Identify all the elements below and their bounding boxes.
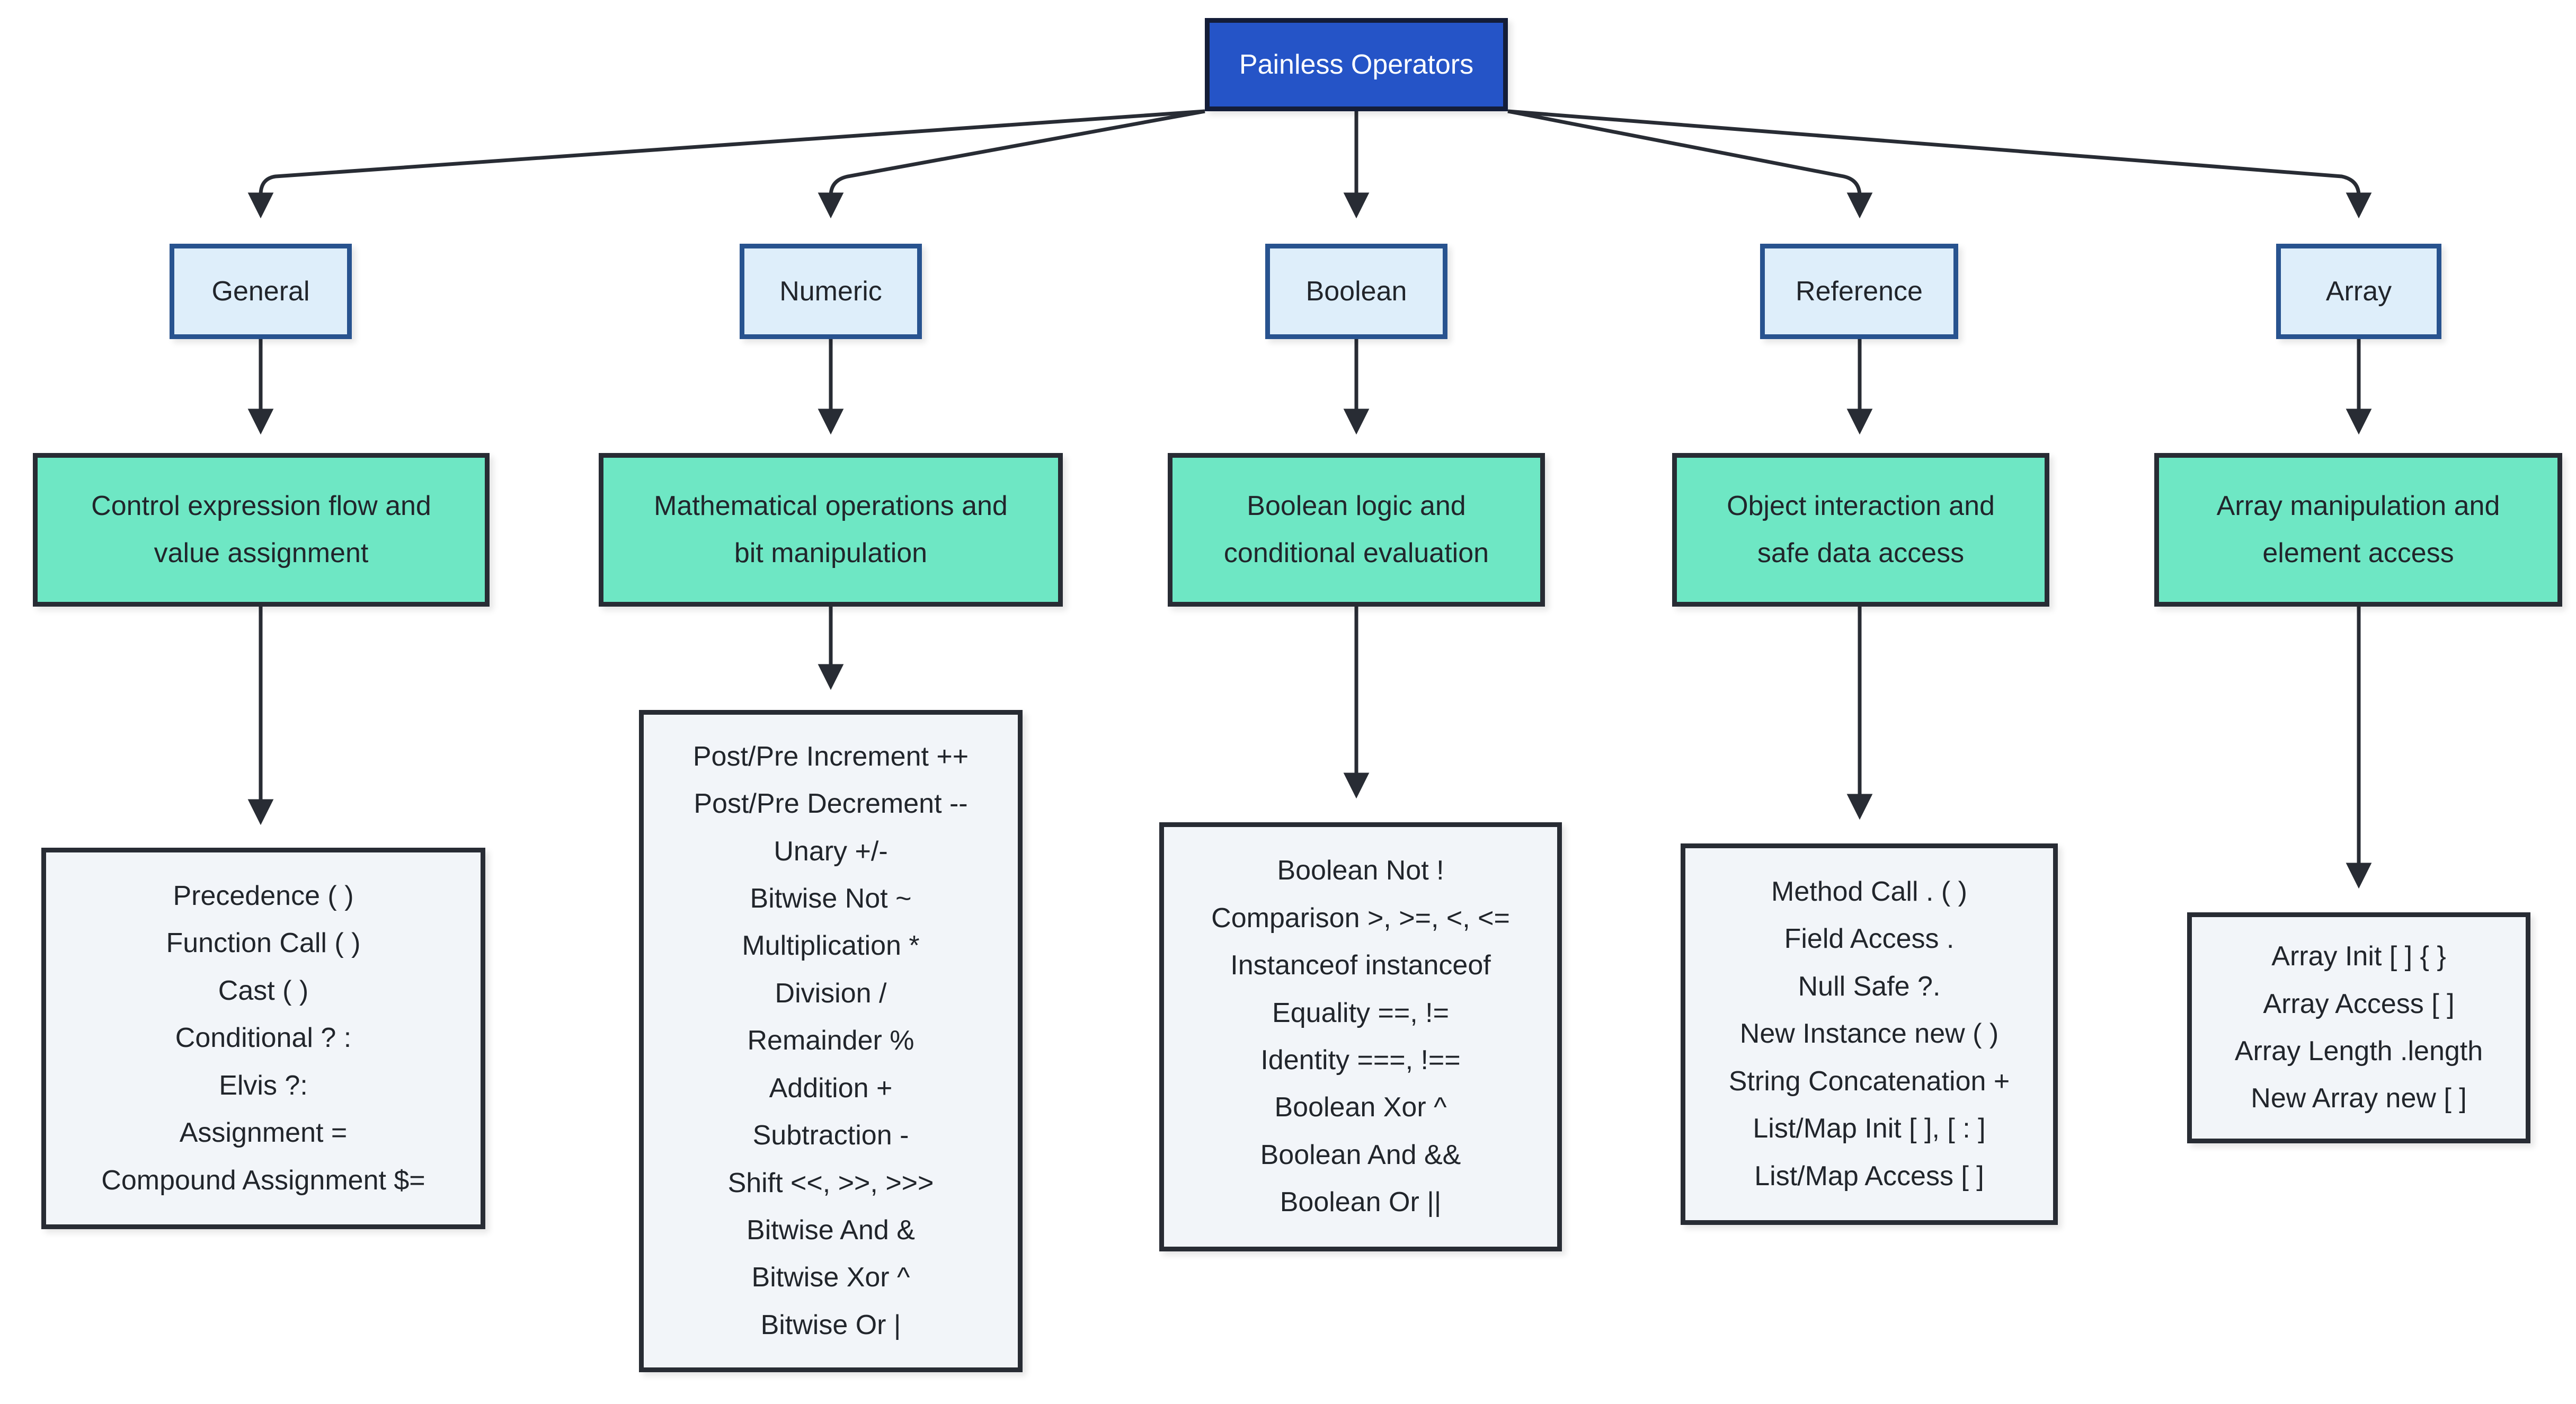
operator-item: Bitwise Not ~	[750, 883, 912, 914]
operator-item: Array Access [ ]	[2263, 988, 2455, 1019]
desc-line: value assignment	[154, 538, 369, 568]
operator-item: New Array new [ ]	[2251, 1083, 2467, 1114]
desc-line: Control expression flow and	[91, 490, 431, 521]
operator-item: Boolean Not !	[1277, 855, 1444, 886]
operator-item: Conditional ? :	[175, 1023, 352, 1054]
operator-item: Instanceof instanceof	[1230, 950, 1491, 981]
operator-item: Array Init [ ] { }	[2271, 941, 2446, 972]
operator-item: Precedence ( )	[173, 880, 354, 911]
operator-item: Null Safe ?.	[1798, 971, 1941, 1002]
category-node-reference[interactable]: Reference	[1760, 244, 1958, 339]
operator-item: Boolean Or ||	[1280, 1187, 1442, 1218]
description-node-numeric[interactable]: Mathematical operations and bit manipula…	[599, 453, 1063, 607]
operator-item: Bitwise Xor ^	[751, 1262, 910, 1293]
operator-item: Elvis ?:	[219, 1070, 308, 1101]
operator-item: Bitwise Or |	[760, 1309, 901, 1340]
operator-item: String Concatenation +	[1728, 1065, 2010, 1097]
operator-item: Multiplication *	[742, 930, 920, 962]
edge-root-to-array	[1507, 109, 2372, 219]
operator-item: Method Call . ( )	[1771, 876, 1967, 907]
category-label-numeric: Numeric	[779, 276, 882, 307]
operator-item: Division /	[775, 978, 887, 1009]
category-node-numeric[interactable]: Numeric	[740, 244, 922, 339]
operators-node-array[interactable]: Array Init [ ] { } Array Access [ ] Array …	[2187, 912, 2530, 1143]
operators-node-general[interactable]: Precedence ( ) Function Call ( ) Cast ( ) C…	[41, 848, 485, 1229]
root-node[interactable]: Painless Operators	[1205, 18, 1508, 111]
description-text-boolean: Boolean logic and conditional evaluation	[1224, 483, 1489, 577]
operator-item: Boolean And &&	[1260, 1139, 1461, 1170]
category-node-boolean[interactable]: Boolean	[1265, 244, 1447, 339]
category-node-general[interactable]: General	[170, 244, 352, 339]
operator-item: Field Access .	[1784, 923, 1955, 955]
operator-item: New Instance new ( )	[1739, 1018, 1999, 1050]
operator-item: Identity ===, !==	[1260, 1045, 1461, 1076]
operator-item: Compound Assignment $=	[101, 1165, 425, 1196]
description-text-general: Control expression flow and value assign…	[91, 483, 431, 577]
operator-item: Equality ==, !=	[1272, 997, 1449, 1028]
desc-line: Object interaction and	[1727, 490, 1995, 521]
desc-line: Mathematical operations and	[654, 490, 1008, 521]
operator-item: Bitwise And &	[747, 1215, 915, 1246]
operator-item: Post/Pre Decrement --	[694, 788, 968, 820]
description-text-numeric: Mathematical operations and bit manipula…	[654, 483, 1008, 577]
description-text-reference: Object interaction and safe data access	[1727, 483, 1995, 577]
category-label-array: Array	[2325, 276, 2392, 307]
edge-root-to-reference	[1507, 109, 1873, 219]
description-node-general[interactable]: Control expression flow and value assign…	[33, 453, 490, 607]
operator-item: Post/Pre Increment ++	[692, 741, 969, 772]
category-label-reference: Reference	[1796, 276, 1923, 307]
root-node-label: Painless Operators	[1239, 49, 1474, 80]
operator-item: Remainder %	[747, 1025, 914, 1056]
operators-node-numeric[interactable]: Post/Pre Increment ++ Post/Pre Decrement …	[639, 710, 1023, 1372]
operator-item: List/Map Init [ ], [ : ]	[1753, 1113, 1986, 1144]
operator-item: Assignment =	[179, 1117, 348, 1149]
desc-line: conditional evaluation	[1223, 538, 1489, 568]
operator-item: Subtraction -	[752, 1120, 909, 1151]
operator-item: Cast ( )	[218, 975, 309, 1006]
desc-line: element access	[2262, 538, 2454, 568]
operator-item: Addition +	[769, 1072, 893, 1104]
description-text-array: Array manipulation and element access	[2217, 483, 2500, 577]
description-node-array[interactable]: Array manipulation and element access	[2154, 453, 2562, 607]
category-label-general: General	[211, 276, 310, 307]
desc-line: bit manipulation	[734, 538, 928, 568]
operator-item: Shift <<, >>, >>>	[727, 1167, 934, 1198]
operator-item: Comparison >, >=, <, <=	[1211, 902, 1510, 934]
operators-node-boolean[interactable]: Boolean Not ! Comparison >, >=, <, <= Inst…	[1159, 822, 1562, 1251]
category-label-boolean: Boolean	[1305, 276, 1407, 307]
description-node-boolean[interactable]: Boolean logic and conditional evaluation	[1168, 453, 1545, 607]
operator-item: Unary +/-	[774, 836, 888, 867]
operator-item: Array Length .length	[2234, 1036, 2483, 1067]
edge-root-to-general	[247, 109, 1205, 219]
operator-item: Function Call ( )	[166, 928, 361, 959]
operator-item: Boolean Xor ^	[1274, 1092, 1447, 1123]
category-node-array[interactable]: Array	[2276, 244, 2441, 339]
desc-line: Array manipulation and	[2216, 490, 2500, 521]
desc-line: safe data access	[1757, 538, 1965, 568]
desc-line: Boolean logic and	[1247, 490, 1466, 521]
operators-node-reference[interactable]: Method Call . ( ) Field Access . Null Safe…	[1681, 843, 2058, 1225]
description-node-reference[interactable]: Object interaction and safe data access	[1672, 453, 2049, 607]
edge-root-to-numeric	[818, 109, 1205, 219]
operator-item: List/Map Access [ ]	[1754, 1160, 1984, 1192]
